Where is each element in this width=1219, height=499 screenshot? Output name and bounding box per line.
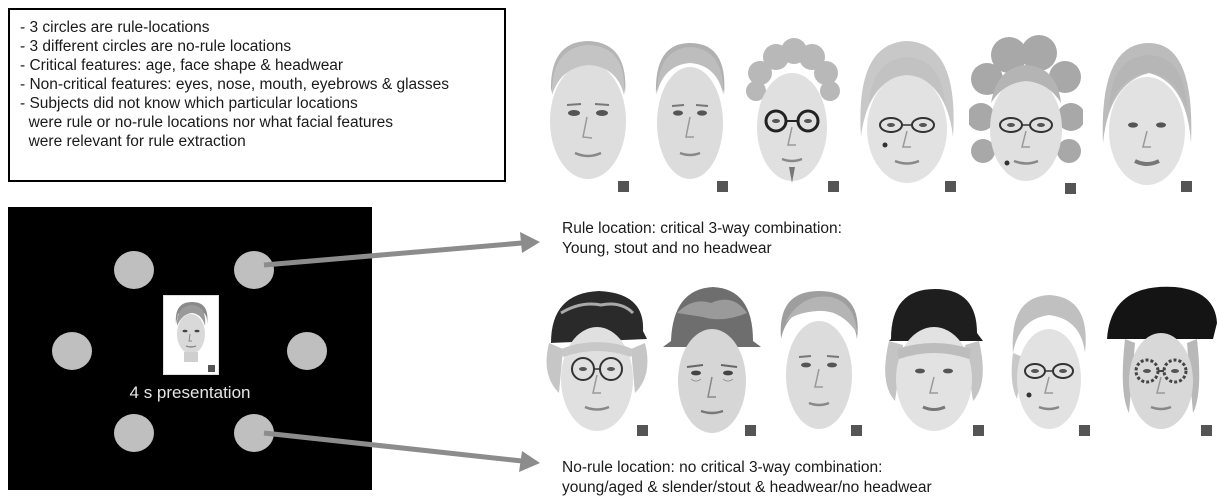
no-rule-caption-line1: No-rule location: no critical 3-way comb… <box>562 459 882 476</box>
face-image <box>646 33 734 198</box>
face-image <box>969 33 1083 198</box>
no-rule-location-caption: No-rule location: no critical 3-way comb… <box>562 458 932 498</box>
face-image <box>771 283 867 443</box>
no-rule-location-faces <box>537 283 1219 443</box>
arrow-to-rule-location <box>264 232 540 265</box>
face-image <box>1105 283 1217 443</box>
arrow-to-no-rule-location <box>264 433 540 472</box>
rule-caption-line2: Young, stout and no headwear <box>562 240 772 257</box>
face-image <box>541 283 653 443</box>
face-image <box>537 33 639 198</box>
rule-caption-line1: Rule location: critical 3-way combinatio… <box>562 220 842 237</box>
no-rule-caption-line2: young/aged & slender/stout & headwear/no… <box>562 479 932 496</box>
face-image <box>879 283 989 443</box>
face-image <box>1097 33 1197 198</box>
face-image <box>1003 283 1095 443</box>
face-image <box>663 283 761 443</box>
face-image <box>740 33 844 198</box>
rule-location-caption: Rule location: critical 3-way combinatio… <box>562 219 842 259</box>
rule-location-faces <box>537 33 1219 198</box>
face-image <box>853 33 961 198</box>
